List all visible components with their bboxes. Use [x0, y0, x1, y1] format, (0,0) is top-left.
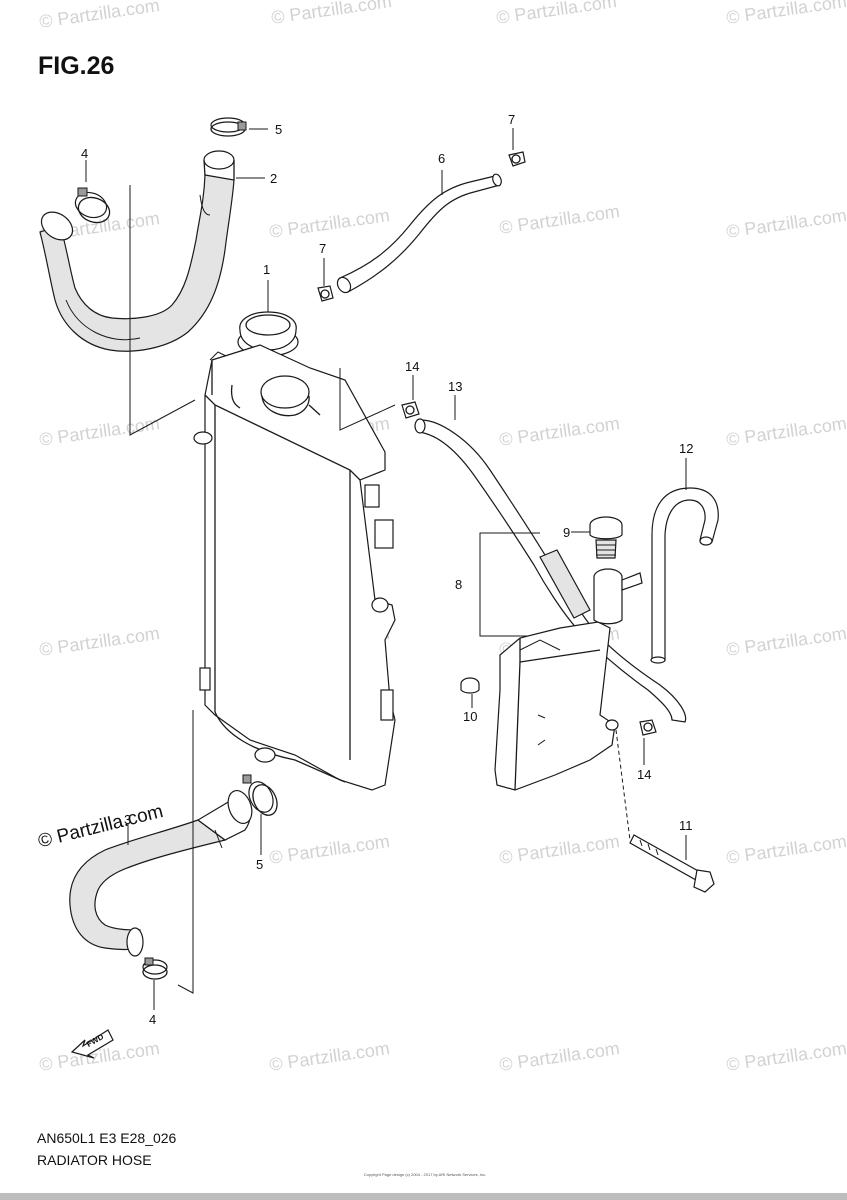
callout-10: 10	[463, 709, 478, 724]
reservoir-tank	[494, 568, 643, 791]
callout-8: 8	[455, 577, 463, 592]
callout-6: 6	[438, 151, 446, 166]
callout-3: 3	[124, 812, 132, 827]
callout-13: 13	[448, 379, 463, 394]
mounting-bolt	[615, 729, 715, 893]
upper-radiator-hose	[39, 150, 235, 352]
callout-14-upper: 14	[405, 359, 420, 374]
callout-9: 9	[563, 525, 571, 540]
leader-line	[129, 185, 196, 436]
grommet	[460, 677, 480, 694]
leader-line	[177, 710, 194, 994]
leader-line	[479, 532, 540, 637]
callout-11: 11	[679, 818, 693, 833]
callout-14-lower: 14	[637, 767, 652, 782]
leader-line	[339, 368, 396, 431]
figure-code: AN650L1 E3 E28_026	[37, 1130, 177, 1146]
reservoir-hose-13	[414, 418, 687, 723]
hose-clamp-lower-5	[242, 774, 278, 816]
hose-clamp-top	[210, 117, 247, 137]
radiator	[193, 344, 396, 791]
callout-5-upper: 5	[275, 122, 283, 137]
callout-7-mid: 7	[319, 241, 327, 256]
hose-clamp-lower-4	[142, 957, 168, 980]
hose-clip-7-mid	[317, 285, 334, 302]
copyright-notice: Copyright Page design (c) 2004 - 2017 by…	[363, 1172, 487, 1177]
figure-name: RADIATOR HOSE	[37, 1152, 152, 1168]
breather-hose-12	[650, 487, 719, 664]
callout-4-lower: 4	[149, 1012, 157, 1027]
hose-clamp-upper-left	[74, 187, 111, 224]
callout-12: 12	[679, 441, 694, 456]
callout-leaders	[85, 128, 687, 1010]
lower-radiator-hose	[69, 789, 253, 957]
figure-title: FIG.26	[38, 52, 115, 80]
callout-1: 1	[263, 262, 271, 277]
callout-7-top: 7	[508, 112, 516, 127]
fwd-arrow-icon	[70, 1029, 114, 1059]
bottom-strip	[0, 1193, 847, 1200]
hose-clip-14-upper	[401, 401, 420, 419]
callout-4-upper: 4	[81, 146, 89, 161]
overflow-hose	[336, 173, 502, 294]
callout-2: 2	[270, 171, 278, 186]
hose-clip-14-lower	[639, 719, 657, 736]
reservoir-cap	[589, 516, 623, 559]
callout-5-lower: 5	[256, 857, 264, 872]
hose-clip-7-top	[508, 151, 526, 167]
